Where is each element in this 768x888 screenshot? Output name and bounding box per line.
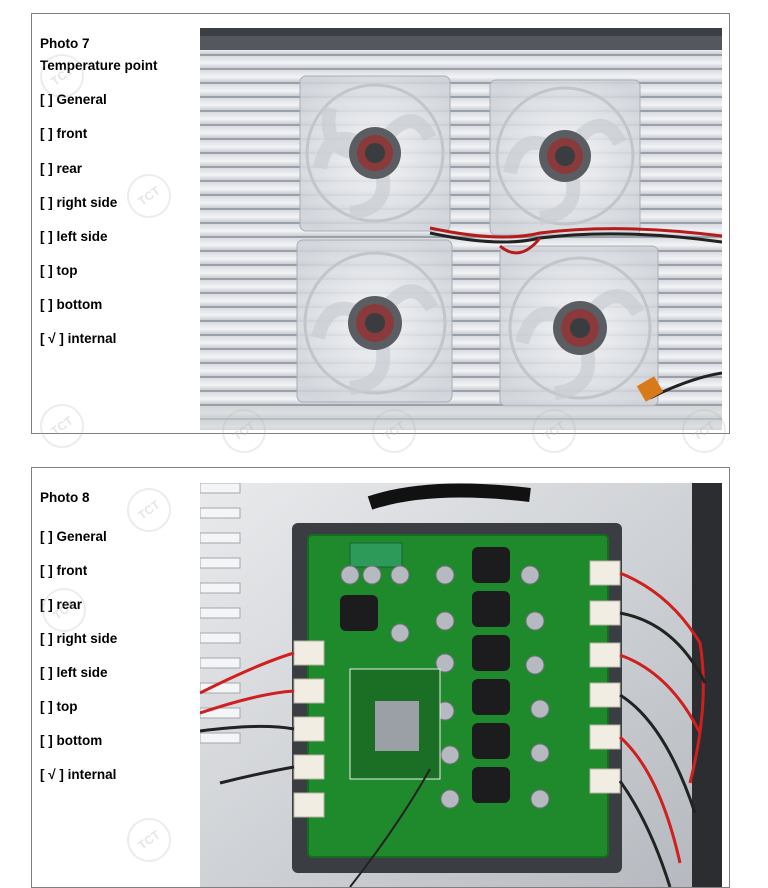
option-bottom: [ ] bottom [40, 297, 103, 312]
option-front: [ ] front [40, 563, 88, 578]
fan-array-photo [200, 28, 722, 430]
photo-8-panel: Photo 8 [ ] General [ ] front [ ] rear [… [31, 467, 730, 888]
fan-top-right [489, 79, 641, 236]
option-top: [ ] top [40, 699, 78, 714]
option-internal: [ √ ] internal [40, 331, 117, 346]
fan-bottom-right [499, 245, 659, 407]
option-general: [ ] General [40, 529, 107, 544]
option-top: [ ] top [40, 263, 78, 278]
fan-top-left [299, 75, 451, 232]
watermark-3: TCT [31, 395, 93, 457]
photo-8-title: Photo 8 [40, 490, 90, 505]
photo-7-title: Photo 7 [40, 36, 90, 51]
option-front: [ ] front [40, 126, 88, 141]
option-internal: [ √ ] internal [40, 767, 117, 782]
option-bottom: [ ] bottom [40, 733, 103, 748]
photo-7-panel: Photo 7 Temperature point [ ] General [ … [31, 13, 735, 462]
watermark-2: TCT [118, 165, 180, 227]
temperature-point-label: Temperature point [40, 58, 158, 73]
option-left-side: [ ] left side [40, 229, 108, 244]
option-general: [ ] General [40, 92, 107, 107]
option-rear: [ ] rear [40, 597, 83, 612]
watermark-10: TCT [118, 809, 180, 871]
watermark-9: TCT [118, 479, 180, 541]
option-right-side: [ ] right side [40, 195, 118, 210]
fan-bottom-left [296, 239, 453, 403]
option-rear: [ ] rear [40, 161, 83, 176]
option-right-side: [ ] right side [40, 631, 118, 646]
option-left-side: [ ] left side [40, 665, 108, 680]
circuit-board-photo [200, 483, 722, 887]
